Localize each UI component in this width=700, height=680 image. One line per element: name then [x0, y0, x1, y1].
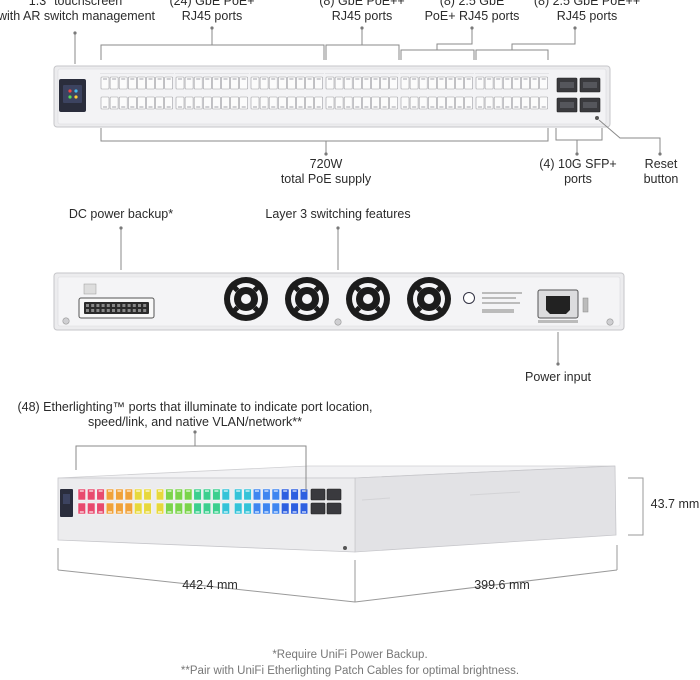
callout-sfp-line1: (4) 10G SFP+: [539, 157, 617, 171]
callout-25gbe-poe-plus: (8) 2.5 GbE PoE+ RJ45 ports: [417, 0, 527, 24]
callout-etherlighting-line1: (48) Etherlighting™ ports that illuminat…: [17, 400, 373, 414]
callout-touchscreen-line2: with AR switch management: [0, 9, 156, 23]
callout-gbe-poe-plus-line1: (24) GbE PoE+: [169, 0, 255, 8]
front-port-grid: [100, 73, 549, 110]
callout-touchscreen: 1.3" touchscreen with AR switch manageme…: [0, 0, 156, 24]
callout-25gbe-poe-plus-line1: (8) 2.5 GbE: [439, 0, 505, 8]
callout-gbe-poe-plusplus-line1: (8) GbE PoE++: [319, 0, 405, 8]
dimension-depth: 399.6 mm: [474, 578, 530, 592]
footnote-power-backup: *Require UniFi Power Backup.: [272, 649, 428, 661]
front-panel: [53, 65, 611, 128]
callout-25gbe-poe-plusplus-line1: (8) 2.5 GbE PoE++: [533, 0, 641, 8]
dimension-height: 43.7 mm: [650, 497, 700, 511]
callout-gbe-poe-plusplus-line2: RJ45 ports: [331, 9, 393, 23]
callout-gbe-poe-plusplus: (8) GbE PoE++ RJ45 ports: [307, 0, 417, 24]
callout-25gbe-poe-plusplus-line2: RJ45 ports: [556, 9, 618, 23]
callout-gbe-poe-plus: (24) GbE PoE+ RJ45 ports: [152, 0, 272, 24]
callout-power-input: Power input: [524, 370, 591, 384]
ubiquiti-logo-icon: [463, 292, 475, 304]
callout-reset-line1: Reset: [644, 157, 678, 171]
callout-sfp: (4) 10G SFP+ ports: [532, 157, 624, 187]
perspective-view: [57, 465, 617, 553]
rear-panel: [53, 272, 625, 331]
callout-25gbe-poe-plusplus: (8) 2.5 GbE PoE++ RJ45 ports: [527, 0, 647, 24]
callout-layer3: Layer 3 switching features: [265, 207, 411, 221]
cooling-fans: [224, 277, 451, 321]
callout-sfp-line2: ports: [564, 172, 592, 186]
dimension-width: 442.4 mm: [182, 578, 238, 592]
footnote-patch-cables: **Pair with UniFi Etherlighting Patch Ca…: [180, 665, 520, 677]
callout-poe-supply: 720W total PoE supply: [266, 157, 386, 187]
callout-reset-line2: button: [643, 172, 679, 186]
callout-reset: Reset button: [632, 157, 690, 187]
callout-poe-supply-line2: total PoE supply: [280, 172, 372, 186]
sfp-port-cage: [556, 77, 601, 113]
callout-etherlighting-line2: speed/link, and native VLAN/network**: [87, 415, 302, 429]
callout-etherlighting: (48) Etherlighting™ ports that illuminat…: [6, 400, 384, 430]
callout-touchscreen-line1: 1.3" touchscreen: [28, 0, 123, 8]
callout-gbe-poe-plus-line2: RJ45 ports: [181, 9, 243, 23]
callout-25gbe-poe-plus-line2: PoE+ RJ45 ports: [424, 9, 520, 23]
reset-button[interactable]: [595, 116, 599, 120]
chassis-side: [354, 465, 617, 553]
callout-poe-supply-line1: 720W: [309, 157, 343, 171]
callout-dc-backup: DC power backup*: [68, 207, 174, 221]
